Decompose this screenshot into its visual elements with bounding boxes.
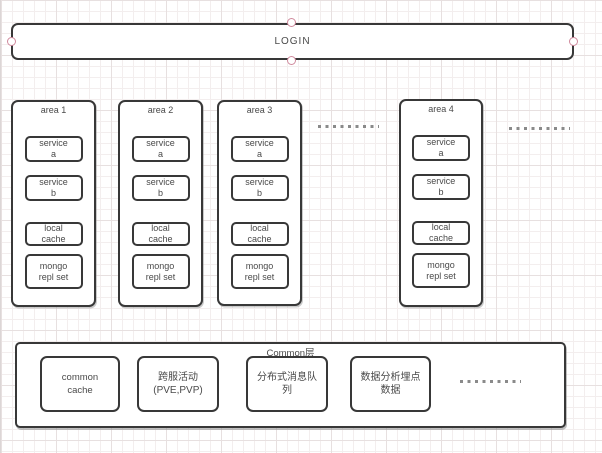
node-label-line: service <box>39 138 68 148</box>
area-1-shape[interactable]: area 1 service a service b local cache m… <box>11 100 96 307</box>
service-b-shape[interactable]: service b <box>230 175 289 201</box>
common-layer-title: Common层 <box>266 348 315 359</box>
area-title: area 4 <box>428 104 454 114</box>
node-label-line: cache <box>428 233 454 243</box>
node-label-line: a <box>157 149 163 159</box>
mongo-repl-set-shape[interactable]: mongo repl set <box>131 254 190 289</box>
node-label-line: 跨服活动 <box>158 372 198 383</box>
node-label-line: cache <box>41 234 66 244</box>
node-label-line: 数据 <box>380 385 401 396</box>
area-2-shape[interactable]: area 2 service a service b local cache m… <box>118 100 203 307</box>
service-a-shape[interactable]: service a <box>412 135 470 161</box>
common-cache-shape[interactable]: common cache <box>40 356 120 412</box>
service-b-shape[interactable]: service b <box>412 174 470 200</box>
node-label-line: service <box>426 176 456 186</box>
node-label-line: a <box>50 149 56 159</box>
node-label-line: service <box>146 177 175 187</box>
selection-handle-bottom[interactable] <box>287 56 296 65</box>
local-cache-shape[interactable]: local cache <box>131 222 190 246</box>
login-shape[interactable]: LOGIN <box>11 23 574 60</box>
node-label-line: service <box>426 137 456 147</box>
node-label-line: b <box>256 188 262 198</box>
common-layer-shape[interactable]: Common层 common cache 跨服活动 (PVE,PVP) 分布式消… <box>15 342 566 428</box>
selection-handle-left[interactable] <box>7 37 16 46</box>
ellipsis-dots-common-layer[interactable] <box>460 380 521 383</box>
node-label-line: 分布式消息队 <box>257 372 317 383</box>
data-analytics-tracking-shape[interactable]: 数据分析埋点 数据 <box>350 356 431 412</box>
node-label-line: mongo <box>245 260 274 271</box>
node-label-line: service <box>146 138 175 148</box>
area-title: area 3 <box>246 105 273 115</box>
local-cache-shape[interactable]: local cache <box>24 222 83 246</box>
login-label: LOGIN <box>274 36 311 47</box>
node-label-line: cache <box>67 385 93 396</box>
node-label-line: mongo <box>39 260 68 271</box>
service-a-shape[interactable]: service a <box>131 136 190 162</box>
local-cache-shape[interactable]: local cache <box>230 222 289 246</box>
mongo-repl-set-shape[interactable]: mongo repl set <box>24 254 83 289</box>
ellipsis-dots-between-area3-area4[interactable] <box>318 125 379 128</box>
node-label-line: 列 <box>282 385 292 396</box>
cross-server-activity-shape[interactable]: 跨服活动 (PVE,PVP) <box>137 356 219 412</box>
node-label-line: mongo <box>146 260 175 271</box>
area-title: area 1 <box>40 105 67 115</box>
node-label-line: b <box>50 188 56 198</box>
node-label-line: local <box>250 223 269 233</box>
ellipsis-dots-right-of-area4[interactable] <box>509 127 570 130</box>
node-label-line: mongo <box>427 259 455 270</box>
node-label-line: service <box>39 177 68 187</box>
area-3-shape[interactable]: area 3 service a service b local cache m… <box>217 100 302 306</box>
node-label-line: local <box>44 223 63 233</box>
service-a-shape[interactable]: service a <box>24 136 83 162</box>
node-label-line: (PVE,PVP) <box>153 385 203 396</box>
area-title: area 2 <box>147 105 174 115</box>
node-label-line: b <box>438 187 444 197</box>
node-label-line: 数据分析埋点 <box>360 372 421 383</box>
node-label-line: service <box>245 138 274 148</box>
node-label-line: local <box>151 223 170 233</box>
node-label-line: service <box>245 177 274 187</box>
area-4-shape[interactable]: area 4 service a service b local cache m… <box>399 99 483 307</box>
node-label-line: repl set <box>145 271 176 282</box>
node-label-line: b <box>157 188 163 198</box>
node-label-line: common <box>61 372 99 383</box>
node-label-line: cache <box>148 234 173 244</box>
service-b-shape[interactable]: service b <box>131 175 190 201</box>
distributed-message-queue-shape[interactable]: 分布式消息队 列 <box>246 356 328 412</box>
node-label-line: repl set <box>426 270 456 281</box>
node-label-line: a <box>256 149 262 159</box>
node-label-line: repl set <box>38 271 69 282</box>
node-label-line: a <box>438 148 444 158</box>
service-b-shape[interactable]: service b <box>24 175 83 201</box>
node-label-line: local <box>431 222 451 232</box>
selection-handle-top[interactable] <box>287 18 296 27</box>
mongo-repl-set-shape[interactable]: mongo repl set <box>412 253 470 288</box>
service-a-shape[interactable]: service a <box>230 136 289 162</box>
selection-handle-right[interactable] <box>569 37 578 46</box>
local-cache-shape[interactable]: local cache <box>412 221 470 245</box>
mongo-repl-set-shape[interactable]: mongo repl set <box>230 254 289 289</box>
node-label-line: cache <box>247 234 272 244</box>
node-label-line: repl set <box>244 271 275 282</box>
